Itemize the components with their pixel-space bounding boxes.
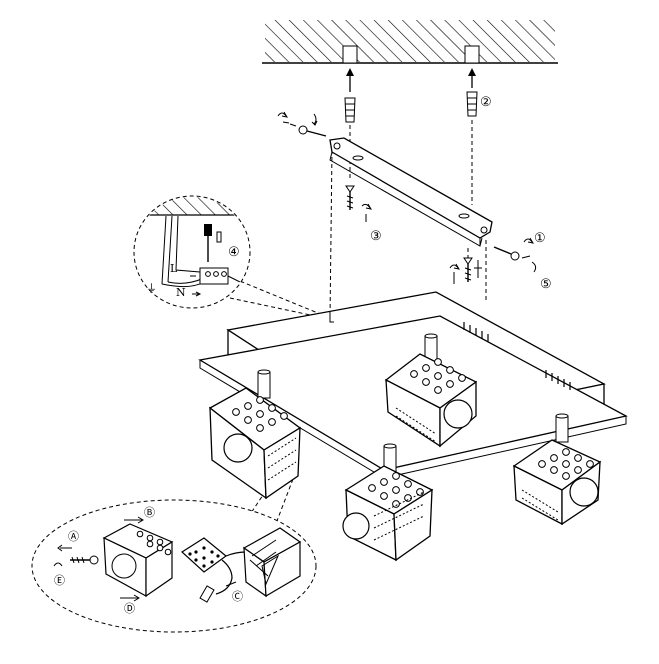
wall-plug-left [344, 68, 356, 123]
rotate-arrows [277, 111, 537, 284]
step-4-label: ④ [228, 245, 240, 260]
led-grid-4 [538, 448, 594, 480]
spotlight-head-1 [208, 369, 302, 500]
mounting-bracket [329, 137, 493, 247]
screw-left-top [298, 125, 327, 137]
wire-live-label: L [170, 262, 178, 275]
wall-plug-right [466, 68, 478, 117]
step-5-label: ⑤ [540, 277, 552, 292]
step-d-label: Ⓓ [124, 602, 135, 615]
led-grid-2 [410, 358, 466, 394]
step-3-label: ③ [370, 229, 382, 244]
guide-lines [207, 70, 487, 561]
spotlight-head-4 [512, 413, 602, 526]
led-grid-3 [368, 472, 424, 508]
screw-center [345, 185, 355, 210]
earth-symbol: ⏚ [146, 282, 157, 295]
spotlight-head-3 [342, 443, 434, 562]
led-grid-1 [232, 396, 288, 432]
spotlight-head-2 [384, 333, 478, 448]
step-1-label: ① [534, 231, 546, 246]
led-replacement-callout [31, 499, 317, 633]
ceiling [262, 20, 558, 64]
step-e-label: Ⓔ [54, 574, 65, 587]
screw-right-lower [463, 257, 473, 282]
vent-slots-right [463, 322, 571, 390]
wire-neutral-label: N [176, 286, 186, 299]
step-b-label: Ⓑ [144, 506, 155, 519]
screw-right-bottom [493, 246, 520, 261]
step-c-label: Ⓒ [232, 590, 243, 603]
step-2-label: ② [480, 95, 492, 110]
step-a-label: Ⓐ [68, 530, 79, 543]
